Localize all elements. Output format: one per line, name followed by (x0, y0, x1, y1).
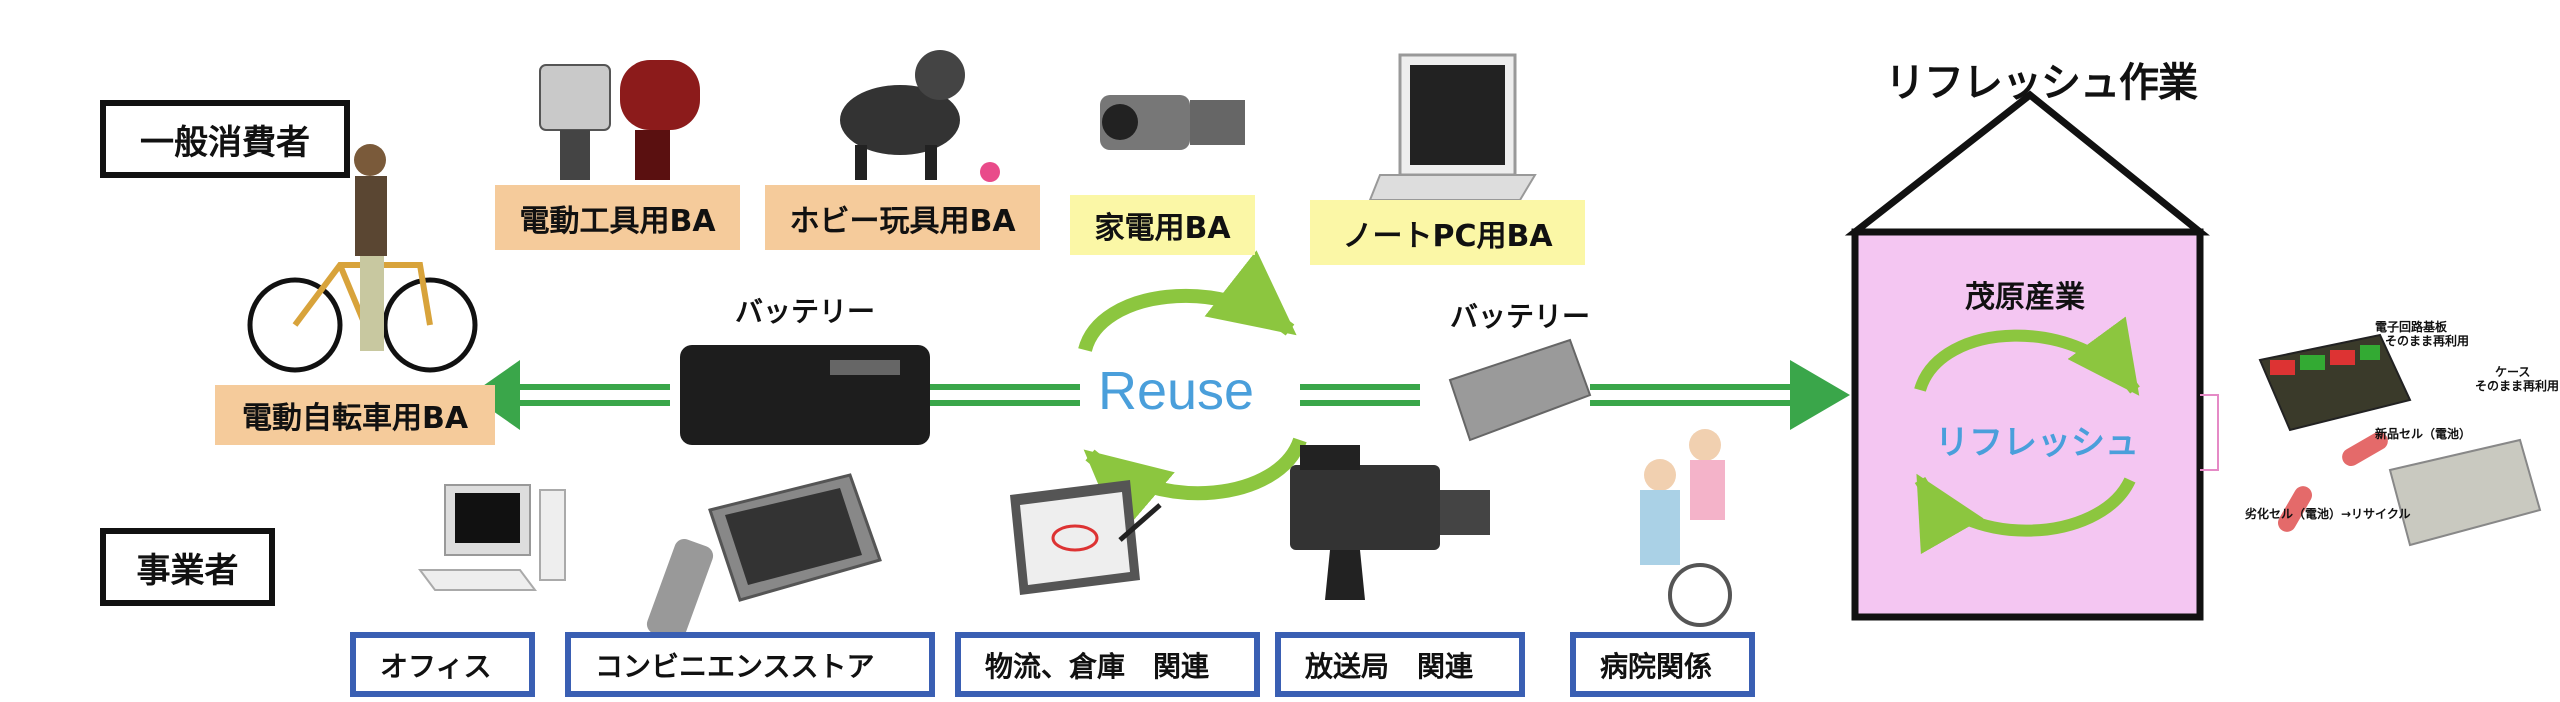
refresh-work-title: リフレッシュ作業 (1885, 60, 2198, 106)
power-tool-label: 電動工具用BA (495, 185, 740, 250)
logistics-label: 物流、倉庫 関連 (955, 632, 1260, 697)
new-cell-callout: 新品セル（電池） (2375, 427, 2472, 441)
case-label: ケース (2495, 365, 2531, 379)
old-cell-callout: 劣化セル（電池）→リサイクル (2245, 507, 2411, 521)
refresh-process-label: リフレッシュ (1935, 423, 2139, 463)
center-right-lines (1300, 384, 1420, 406)
office-label: オフィス (350, 632, 535, 697)
center-left-lines (930, 384, 1080, 406)
broadcast-camera-icon (1290, 445, 1490, 600)
handheld-terminal-icon (646, 473, 882, 642)
bicycle-person-icon (247, 144, 478, 373)
circuit-reuse-label: そのまま再利用 (2385, 334, 2470, 348)
case-callout: ケース そのまま再利用 (2475, 365, 2559, 393)
circuit-board-label: 電子回路基板 (2375, 320, 2448, 334)
hobby-toy-label: ホビー玩具用BA (765, 185, 1040, 250)
ebike-battery-icon (680, 345, 930, 445)
reuse-label: Reuse (1098, 361, 1255, 421)
refresh-house (1844, 90, 2210, 621)
robot-dog-icon (840, 50, 1000, 182)
notebook-icon (1368, 53, 1537, 201)
house-connector (2200, 394, 2219, 471)
circuit-board-callout: 電子回路基板 そのまま再利用 (2375, 320, 2469, 348)
reuse-cycle-arrows (1078, 250, 1307, 537)
ebike-label: 電動自転車用BA (215, 385, 495, 445)
business-category: 事業者 (100, 528, 275, 606)
right-flow-arrow (1590, 360, 1850, 430)
broadcast-label: 放送局 関連 (1275, 632, 1525, 697)
battery-label-left: バッテリー (735, 295, 876, 328)
laptop-battery-icon (1448, 338, 1592, 442)
pen-tablet-icon (1010, 480, 1162, 595)
case-reuse-label: そのまま再利用 (2475, 379, 2560, 393)
power-tool-icon (539, 60, 700, 180)
left-flow-arrow (470, 360, 670, 430)
camcorder-icon (1100, 95, 1245, 150)
company-name: 茂原産業 (1965, 280, 2085, 315)
consumer-category: 一般消費者 (100, 100, 350, 178)
refresh-cycle-arrows (1914, 316, 2140, 555)
hospital-label: 病院関係 (1570, 632, 1755, 697)
notebook-label: ノートPC用BA (1310, 200, 1585, 265)
appliance-label: 家電用BA (1070, 195, 1255, 255)
battery-label-right: バッテリー (1450, 300, 1591, 333)
convenience-store-label: コンビニエンスストア (565, 632, 935, 697)
wheelchair-icon (1640, 429, 1732, 627)
battery-pack-icon (2258, 333, 2542, 547)
computer-icon (418, 484, 566, 591)
